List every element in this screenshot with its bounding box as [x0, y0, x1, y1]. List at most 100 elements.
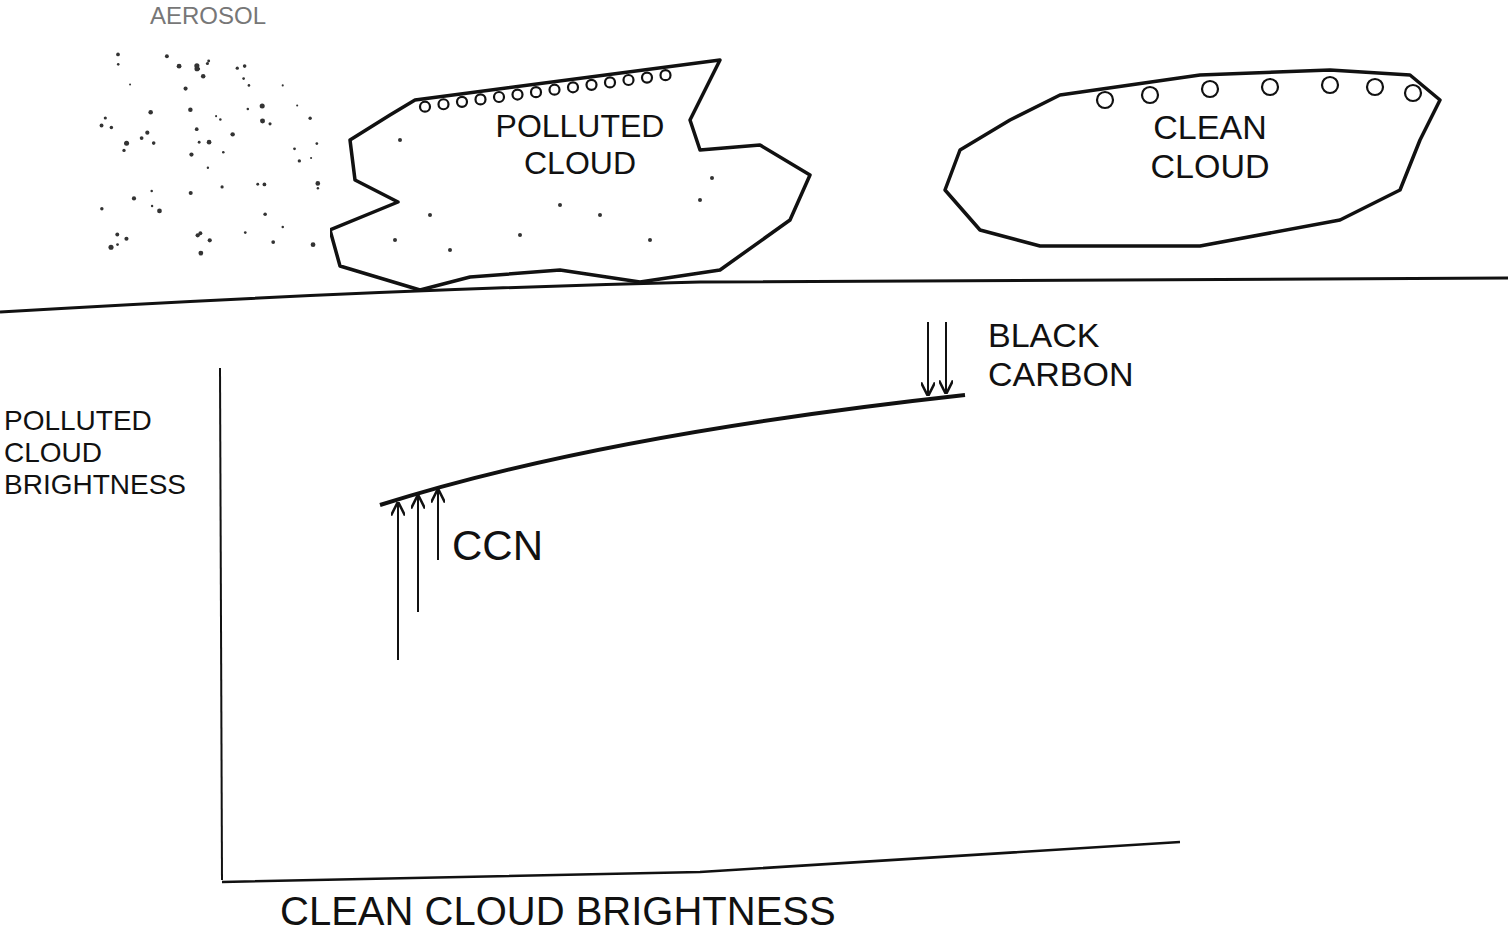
- aerosol-particle: [188, 107, 193, 112]
- aerosol-particle: [116, 53, 120, 57]
- aerosol-particle: [115, 233, 119, 237]
- aerosol-particle: [315, 181, 320, 186]
- cloud-droplet: [550, 85, 560, 95]
- aerosol-particle: [256, 183, 259, 186]
- cloud-droplet: [439, 99, 449, 109]
- aerosol-particle: [215, 115, 217, 117]
- cloud-outline-path: [945, 70, 1440, 246]
- aerosol-particle: [230, 132, 234, 136]
- aerosol-particle: [152, 141, 156, 145]
- aerosol-particle: [132, 196, 136, 200]
- aerosol-particle: [448, 248, 452, 252]
- aerosol-particle: [108, 245, 113, 250]
- aerosol-particle: [208, 238, 212, 242]
- aerosol-particle: [243, 64, 247, 68]
- ccn-label: CCN: [452, 522, 612, 570]
- ccn-arrow: [397, 503, 399, 660]
- aerosol-particle: [148, 110, 153, 115]
- cloud-droplet: [587, 80, 597, 90]
- aerosol-particle: [263, 183, 267, 187]
- black-carbon-arrow: [927, 322, 929, 395]
- aerosol-particle: [236, 66, 239, 69]
- cloud-droplet: [1142, 87, 1158, 103]
- aerosol-particle: [222, 151, 225, 154]
- aerosol-particle: [310, 157, 312, 159]
- aerosol-particle: [293, 147, 296, 150]
- aerosol-particle: [296, 104, 298, 106]
- aerosol-particle: [271, 240, 275, 244]
- aerosol-particle: [129, 84, 131, 86]
- aerosol-particle: [317, 187, 319, 189]
- clean-cloud: CLEAN CLOUD: [938, 62, 1444, 252]
- aerosol-particle: [177, 64, 182, 69]
- aerosol-particle: [398, 138, 402, 142]
- aerosol-particle: [308, 117, 311, 120]
- cloud-droplet: [642, 73, 652, 83]
- aerosol-particle: [268, 122, 271, 125]
- ccn-arrow: [417, 496, 419, 612]
- ground-line: [0, 278, 1508, 312]
- aerosol-particle: [116, 243, 119, 246]
- aerosol-particle: [558, 203, 562, 207]
- aerosol-particle: [151, 205, 153, 207]
- aerosol-particle: [282, 84, 284, 86]
- y-axis-label: POLLUTED CLOUD BRIGHTNESS: [4, 405, 212, 502]
- cloud-droplet: [624, 75, 634, 85]
- aerosol-particle: [196, 233, 200, 237]
- black-carbon-arrow: [945, 322, 947, 393]
- aerosol-particle: [207, 167, 209, 169]
- aerosol-particle: [220, 185, 223, 188]
- aerosol-particle: [518, 233, 522, 237]
- x-axis: [222, 842, 1180, 882]
- aerosol-particle: [393, 238, 397, 242]
- aerosol-particle: [157, 209, 162, 214]
- aerosol-particle: [263, 213, 267, 217]
- aerosol-particle: [428, 213, 432, 217]
- aerosol-particle: [194, 63, 199, 68]
- cloud-droplet: [531, 87, 541, 97]
- aerosol-particle: [242, 77, 245, 80]
- cloud-droplet: [457, 97, 467, 107]
- x-axis-label: CLEAN CLOUD BRIGHTNESS: [280, 888, 1040, 934]
- aerosol-particle: [315, 142, 318, 145]
- aerosol-particle: [598, 213, 602, 217]
- aerosol-particle: [298, 159, 301, 162]
- aerosol-particle: [198, 251, 203, 256]
- polluted-cloud: POLLUTED CLOUD: [330, 50, 815, 295]
- cloud-droplet: [420, 102, 430, 112]
- aerosol-particle: [282, 226, 284, 228]
- aerosol-particle: [189, 191, 193, 195]
- cloud-droplet: [494, 92, 504, 102]
- aerosol-particle: [150, 190, 153, 193]
- cloud-droplet: [476, 94, 486, 104]
- aerosol-particle: [260, 118, 265, 123]
- aerosol-particle: [104, 116, 107, 119]
- aerosol-particle: [189, 152, 193, 156]
- aerosol-particle: [219, 118, 221, 120]
- cloud-droplet: [661, 70, 671, 80]
- cloud-droplet: [1367, 79, 1383, 95]
- ccn-arrow: [437, 490, 439, 560]
- aerosol-particle: [165, 54, 169, 58]
- aerosol-particle: [100, 207, 103, 210]
- aerosol-particle: [648, 238, 652, 242]
- aerosol-particle: [698, 198, 702, 202]
- cloud-droplet: [1405, 85, 1421, 101]
- cloud-droplets: [420, 70, 1421, 112]
- aerosol-particle: [110, 126, 113, 129]
- cloud-droplet: [605, 77, 615, 87]
- cloud-label: CLEAN CLOUD: [1110, 108, 1310, 186]
- aerosol-particle: [124, 141, 129, 146]
- aerosol-label: AEROSOL: [150, 2, 370, 30]
- cloud-label: POLLUTED CLOUD: [480, 108, 680, 182]
- aerosol-particle: [244, 231, 247, 234]
- cloud-droplet: [568, 82, 578, 92]
- cloud-outline-path: [330, 60, 810, 290]
- aerosol-particle: [710, 176, 714, 180]
- aerosol-particle: [124, 237, 128, 241]
- cloud-droplet: [513, 90, 523, 100]
- aerosol-particle: [247, 108, 250, 111]
- aerosol-particle: [198, 141, 201, 144]
